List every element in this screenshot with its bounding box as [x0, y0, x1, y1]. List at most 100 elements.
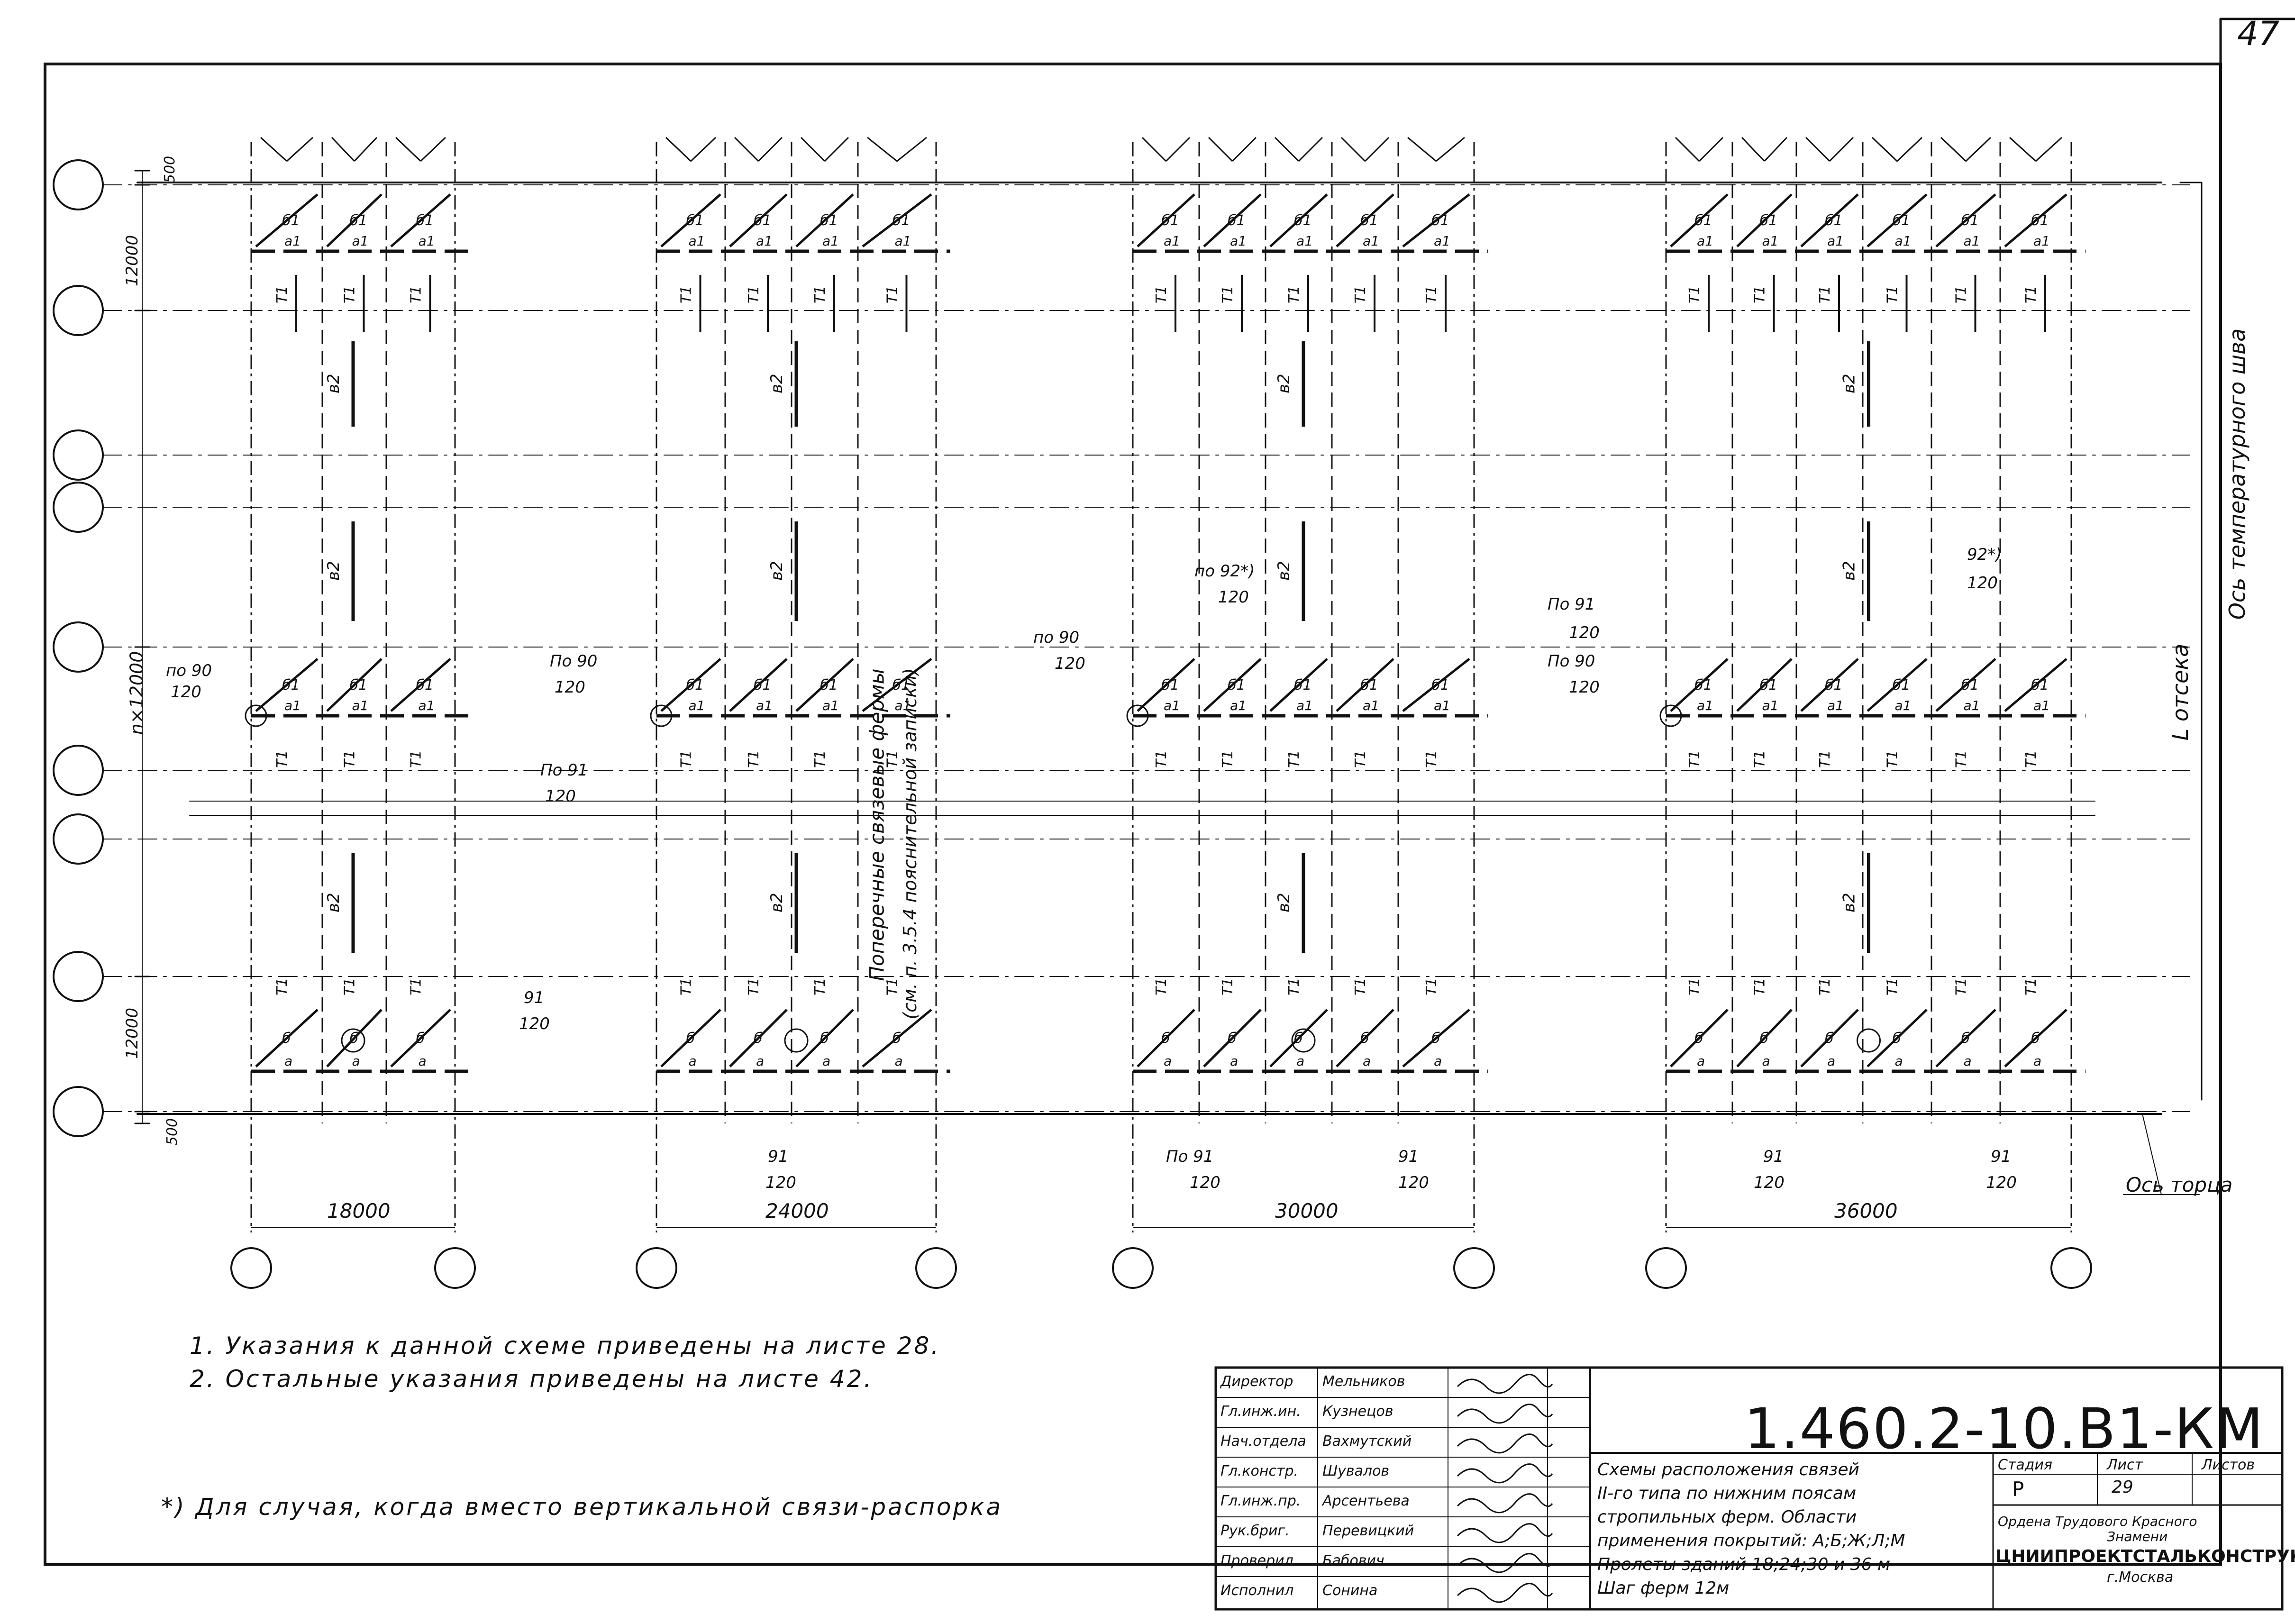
- chord-label: a1: [2033, 698, 2050, 713]
- strut-label: T1: [1352, 978, 1369, 995]
- hatch: [1764, 137, 1788, 162]
- brace-diagonal: [1269, 658, 1328, 712]
- strut-label: T1: [746, 750, 762, 768]
- signature: [1457, 1404, 1553, 1424]
- hatch: [1274, 137, 1300, 162]
- signature: [1457, 1583, 1553, 1603]
- span-dim-18000: 18000: [327, 1199, 391, 1223]
- hatch: [824, 137, 849, 162]
- brace-diagonal: [1736, 193, 1793, 247]
- strut-label: T1: [1686, 286, 1703, 303]
- strut-label: T1: [1752, 750, 1768, 768]
- chord-label: a1: [1230, 698, 1247, 713]
- chord-label: a1: [895, 233, 911, 249]
- tie-label: в2: [767, 374, 786, 393]
- tie-label: в2: [1275, 893, 1293, 912]
- dim-bottom-500: 500: [164, 1118, 181, 1146]
- chord-label: a1: [822, 698, 839, 713]
- callout-Po91-4: По 91: [1548, 595, 1595, 614]
- hatch: [867, 137, 898, 162]
- strut-label: T1: [884, 978, 901, 995]
- callout-Po90-2: По 90: [550, 652, 598, 671]
- node-circle: [1291, 1028, 1316, 1053]
- hatch: [1965, 137, 1992, 162]
- brace-label: б1: [1431, 212, 1449, 229]
- label-transverse-trusses-note: (см. п. 3.5.4 пояснительной записки): [900, 668, 920, 1020]
- chord-label: a1: [1895, 233, 1912, 249]
- chord-label: a1: [1827, 233, 1844, 249]
- chord-label: a: [2033, 1053, 2041, 1069]
- label-end-axis: Ось торца: [2126, 1173, 2233, 1196]
- chord-label: a1: [689, 698, 705, 713]
- tie-label: в2: [1840, 561, 1859, 581]
- signature: [1457, 1493, 1553, 1514]
- brace-label: б1: [892, 677, 911, 693]
- strut-label: T1: [1423, 978, 1440, 995]
- sheet-value: 29: [2112, 1478, 2133, 1497]
- hatch: [1675, 137, 1700, 162]
- callout-120-3b: 120: [1218, 588, 1249, 607]
- callout-120-b4: 120: [1754, 1173, 1785, 1192]
- desc-line-4: применения покрытий: А;Б;Ж;Л;М: [1597, 1531, 1905, 1551]
- chord-label: a1: [1164, 698, 1180, 713]
- org-line-2: Знамени: [2107, 1529, 2168, 1544]
- sheets-header: Листов: [2202, 1457, 2255, 1473]
- org-line-1: Ордена Трудового Красного: [1998, 1514, 2197, 1529]
- callout-120-b3: 120: [1190, 1173, 1220, 1192]
- brace-label: б: [2031, 1030, 2040, 1047]
- callout-Po91-2: По 91: [540, 761, 588, 780]
- chord-label: a1: [756, 233, 773, 249]
- brace-label: б1: [1161, 212, 1179, 229]
- strut-label: T1: [746, 286, 762, 303]
- brace-label: б1: [1228, 212, 1246, 229]
- brace-label: б: [350, 1030, 359, 1047]
- hatch: [757, 137, 783, 162]
- hatch: [690, 137, 717, 162]
- hatch: [1896, 137, 1923, 162]
- strut-label: T1: [1352, 750, 1369, 768]
- strut-label: T1: [274, 286, 291, 303]
- brace-diagonal: [862, 1009, 932, 1067]
- chord-label: a1: [1964, 698, 1980, 713]
- brace-diagonal: [326, 1009, 382, 1067]
- node-circle: [1659, 704, 1682, 727]
- hatch: [1298, 137, 1323, 162]
- tie-label: в2: [324, 374, 343, 393]
- name-2: Кузнецов: [1322, 1403, 1393, 1420]
- callout-120-2: 120: [555, 678, 585, 697]
- node-circle: [341, 1028, 365, 1053]
- brace-diagonal: [326, 193, 382, 247]
- axis-bubble: [53, 621, 104, 673]
- strut-label: T1: [1885, 286, 1901, 303]
- brace-diagonal: [1203, 193, 1262, 247]
- tie-label: в2: [1275, 374, 1293, 393]
- strut-label: T1: [1686, 978, 1703, 995]
- hatch: [1364, 137, 1390, 162]
- hatch: [354, 137, 378, 162]
- chord-label: a1: [352, 233, 369, 249]
- signature: [1457, 1374, 1553, 1394]
- strut-label: T1: [884, 286, 901, 303]
- chord-label: a: [689, 1053, 697, 1069]
- brace-diagonal: [1736, 1009, 1793, 1067]
- brace-diagonal: [326, 658, 382, 712]
- stage-value: Р: [2012, 1478, 2024, 1501]
- chord-label: a1: [1762, 233, 1779, 249]
- hatch: [1141, 137, 1167, 162]
- callout-po90-3: по 90: [1033, 628, 1080, 647]
- node-circle: [245, 704, 267, 727]
- strut-label: T1: [1752, 286, 1768, 303]
- dim-middle-panels: n×12000: [126, 651, 147, 735]
- brace-label: б: [416, 1030, 425, 1047]
- dim-end-panel-bottom: 12000: [123, 1007, 142, 1059]
- chord-label: a: [756, 1053, 764, 1069]
- brace-diagonal: [862, 658, 932, 712]
- strut-label: T1: [1220, 286, 1236, 303]
- hatch: [1436, 137, 1465, 162]
- strut-label: T1: [1953, 286, 1970, 303]
- brace-label: б1: [416, 677, 434, 693]
- column-bubble: [915, 1247, 957, 1289]
- note-2: 2. Остальные указания приведены на листе…: [190, 1365, 874, 1393]
- brace-diagonal: [1670, 658, 1729, 712]
